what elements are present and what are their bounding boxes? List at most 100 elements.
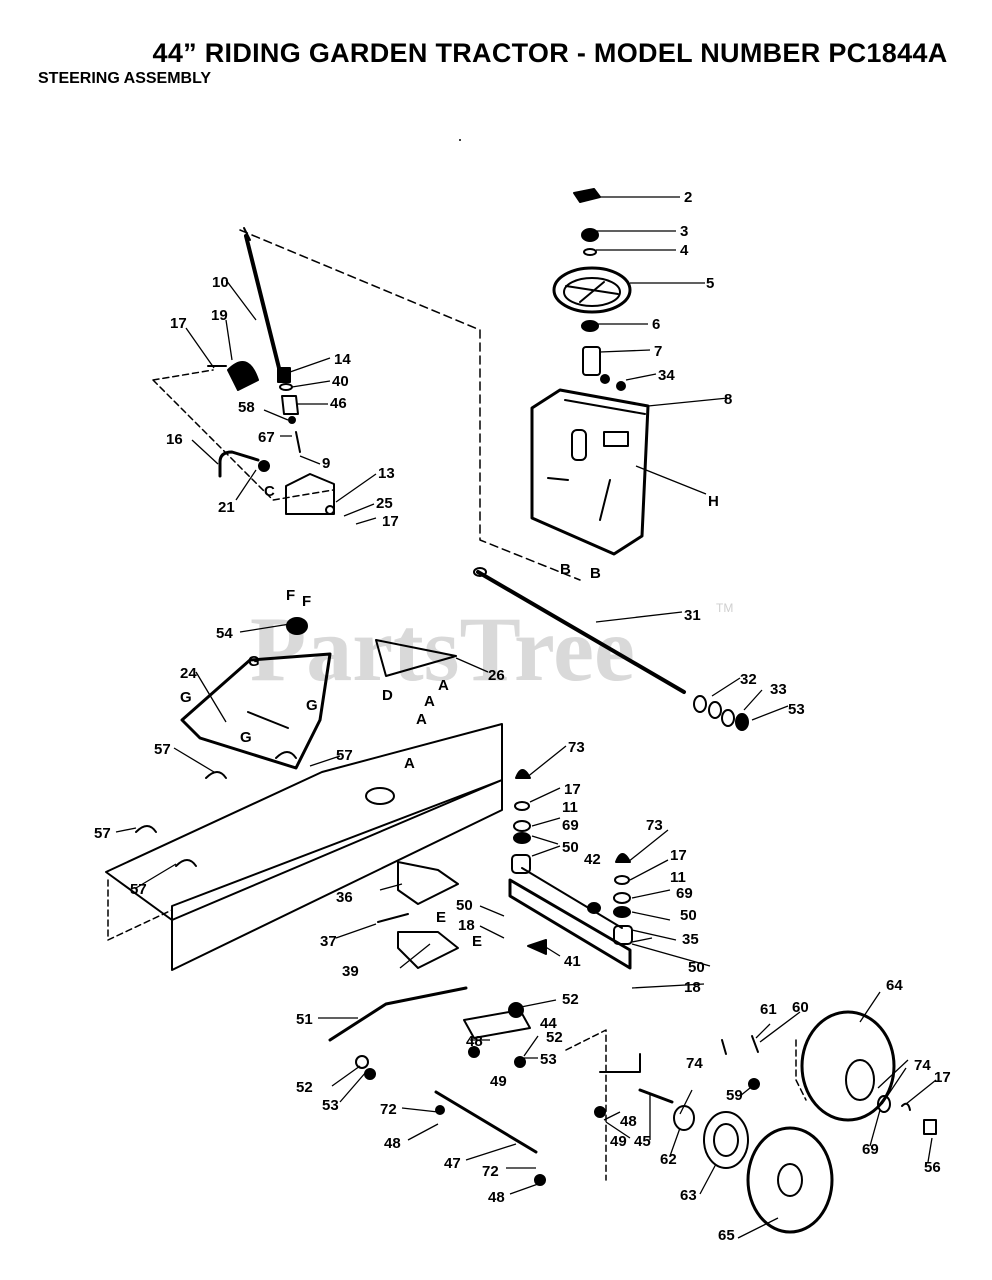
callout-53b: 53 bbox=[540, 1051, 557, 1068]
callout-57d: 57 bbox=[130, 881, 147, 898]
callout-32: 32 bbox=[740, 671, 757, 688]
callout-17c: 17 bbox=[564, 781, 581, 798]
callout-G1: G bbox=[248, 653, 260, 670]
callout-16: 16 bbox=[166, 431, 183, 448]
callout-F2: F bbox=[302, 593, 311, 610]
callout-51: 51 bbox=[296, 1011, 313, 1028]
callout-34: 34 bbox=[658, 367, 675, 384]
callout-53c: 53 bbox=[322, 1097, 339, 1114]
callout-8: 8 bbox=[724, 391, 732, 408]
callout-A4: A bbox=[404, 755, 415, 772]
callout-2: 2 bbox=[684, 189, 692, 206]
callout-labels: 2 3 4 5 6 7 34 8 H 10 17 19 14 40 46 58 … bbox=[94, 189, 951, 1244]
callout-36: 36 bbox=[336, 889, 353, 906]
callout-25: 25 bbox=[376, 495, 393, 512]
callout-D: D bbox=[382, 687, 393, 704]
callout-69a: 69 bbox=[562, 817, 579, 834]
callout-21: 21 bbox=[218, 499, 235, 516]
callout-35: 35 bbox=[682, 931, 699, 948]
callout-52a: 52 bbox=[562, 991, 579, 1008]
callout-H: H bbox=[708, 493, 719, 510]
callout-72b: 72 bbox=[482, 1163, 499, 1180]
callout-11b: 11 bbox=[670, 869, 686, 886]
section-title: STEERING ASSEMBLY bbox=[38, 70, 212, 87]
callout-52b: 52 bbox=[546, 1029, 563, 1046]
callout-18a: 18 bbox=[458, 917, 475, 934]
callout-48b: 48 bbox=[384, 1135, 401, 1152]
callout-G2: G bbox=[180, 689, 192, 706]
callout-64: 64 bbox=[886, 977, 903, 994]
callout-10: 10 bbox=[212, 274, 229, 291]
callout-48d: 48 bbox=[620, 1113, 637, 1130]
callout-33: 33 bbox=[770, 681, 787, 698]
callout-B1: B bbox=[560, 561, 571, 578]
callout-19: 19 bbox=[211, 307, 228, 324]
callout-A3: A bbox=[416, 711, 427, 728]
callout-14: 14 bbox=[334, 351, 351, 368]
callout-40: 40 bbox=[332, 373, 349, 390]
callout-46: 46 bbox=[330, 395, 347, 412]
callout-57b: 57 bbox=[336, 747, 353, 764]
callout-9: 9 bbox=[322, 455, 330, 472]
callout-73a: 73 bbox=[568, 739, 585, 756]
callout-42: 42 bbox=[584, 851, 601, 868]
callout-G3: G bbox=[306, 697, 318, 714]
callout-5: 5 bbox=[706, 275, 714, 292]
callout-7: 7 bbox=[654, 343, 662, 360]
callout-69c: 69 bbox=[862, 1141, 879, 1158]
callout-61: 61 bbox=[760, 1001, 777, 1018]
watermark: PartsTree TM bbox=[250, 598, 733, 700]
callout-50c: 50 bbox=[456, 897, 473, 914]
callout-17d: 17 bbox=[670, 847, 687, 864]
callout-E1: E bbox=[436, 909, 446, 926]
callout-41: 41 bbox=[564, 953, 581, 970]
callout-54: 54 bbox=[216, 625, 233, 642]
callout-E2: E bbox=[472, 933, 482, 950]
callout-49b: 49 bbox=[610, 1133, 627, 1150]
callout-62: 62 bbox=[660, 1151, 677, 1168]
callout-44: 44 bbox=[540, 1015, 557, 1032]
callout-52c: 52 bbox=[296, 1079, 313, 1096]
callout-3: 3 bbox=[680, 223, 688, 240]
callout-A2: A bbox=[424, 693, 435, 710]
callout-74a: 74 bbox=[686, 1055, 703, 1072]
callout-4: 4 bbox=[680, 242, 689, 259]
callout-72a: 72 bbox=[380, 1101, 397, 1118]
callout-63: 63 bbox=[680, 1187, 697, 1204]
callout-73b: 73 bbox=[646, 817, 663, 834]
leader-lines bbox=[115, 196, 937, 1239]
callout-F1: F bbox=[286, 587, 295, 604]
callout-49a: 49 bbox=[490, 1073, 507, 1090]
callout-74b: 74 bbox=[914, 1057, 931, 1074]
callout-C: C bbox=[264, 483, 275, 500]
callout-47: 47 bbox=[444, 1155, 461, 1172]
callout-B2: B bbox=[590, 565, 601, 582]
callout-37: 37 bbox=[320, 933, 337, 950]
callout-56: 56 bbox=[924, 1159, 941, 1176]
callout-50b: 50 bbox=[680, 907, 697, 924]
callout-A1: A bbox=[438, 677, 449, 694]
callout-6: 6 bbox=[652, 316, 660, 333]
callout-24: 24 bbox=[180, 665, 197, 682]
callout-39: 39 bbox=[342, 963, 359, 980]
callout-17a: 17 bbox=[170, 315, 187, 332]
callout-57a: 57 bbox=[154, 741, 171, 758]
callout-11a: 11 bbox=[562, 799, 578, 816]
callout-69b: 69 bbox=[676, 885, 693, 902]
callout-31: 31 bbox=[684, 607, 701, 624]
svg-text:PartsTree: PartsTree bbox=[250, 598, 635, 700]
callout-50a: 50 bbox=[562, 839, 579, 856]
callout-26: 26 bbox=[488, 667, 505, 684]
callout-50d: 50 bbox=[688, 959, 705, 976]
callout-17e: 17 bbox=[934, 1069, 951, 1086]
callout-58: 58 bbox=[238, 399, 255, 416]
svg-text:TM: TM bbox=[716, 601, 733, 615]
callout-13: 13 bbox=[378, 465, 395, 482]
callout-48c: 48 bbox=[488, 1189, 505, 1206]
callout-18b: 18 bbox=[684, 979, 701, 996]
callout-65: 65 bbox=[718, 1227, 735, 1244]
callout-17b: 17 bbox=[382, 513, 399, 530]
callout-48a: 48 bbox=[466, 1033, 483, 1050]
part-drawings bbox=[105, 139, 937, 1234]
